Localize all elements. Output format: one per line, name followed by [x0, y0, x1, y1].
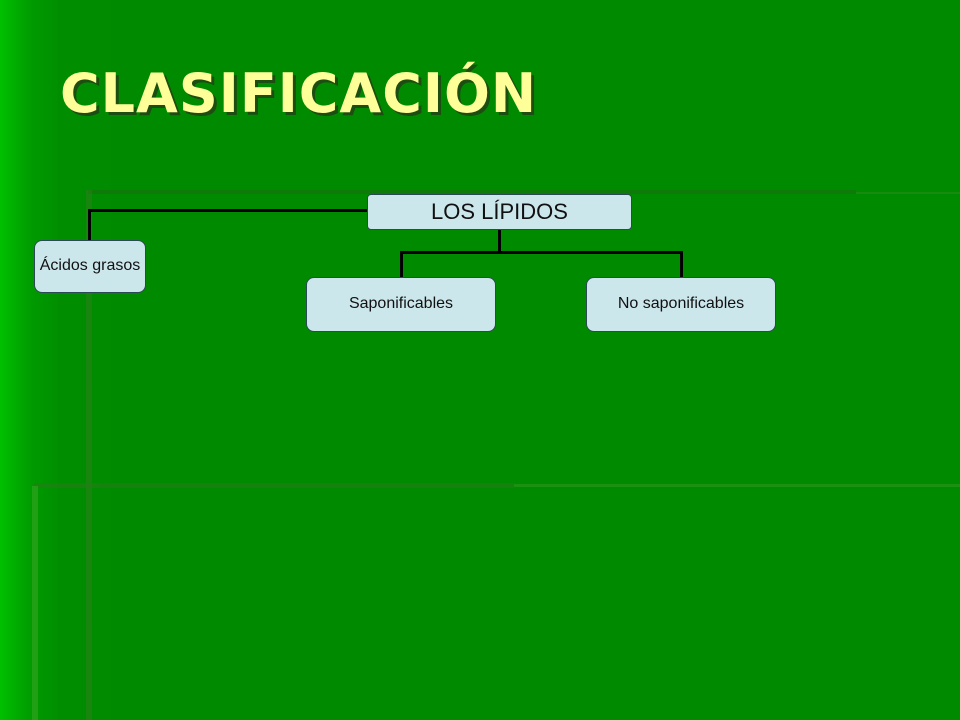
decorative-stripe — [88, 190, 856, 194]
decorative-stripe — [32, 486, 38, 720]
decorative-stripe — [34, 483, 514, 488]
diagram-node-root: LOS LÍPIDOS — [367, 194, 632, 230]
diagram-node-label: Ácidos grasos — [39, 257, 141, 275]
diagram-node-saponificables: Saponificables — [306, 277, 496, 332]
slide-title: CLASIFICACIÓN — [60, 62, 538, 125]
connector-line — [88, 209, 91, 241]
connector-line — [88, 209, 368, 212]
connector-line — [498, 230, 501, 253]
connector-line — [400, 251, 403, 278]
diagram-node-label: No saponificables — [617, 295, 745, 313]
diagram-node-acidos-grasos: Ácidos grasos — [34, 240, 146, 293]
diagram-node-label: LOS LÍPIDOS — [431, 198, 568, 224]
decorative-stripe — [856, 192, 960, 194]
diagram-node-label: Saponificables — [348, 295, 454, 313]
diagram-node-no-saponificables: No saponificables — [586, 277, 776, 332]
decorative-stripe — [514, 484, 960, 487]
connector-line — [400, 251, 683, 254]
decorative-stripe — [86, 190, 92, 720]
connector-line — [680, 251, 683, 278]
